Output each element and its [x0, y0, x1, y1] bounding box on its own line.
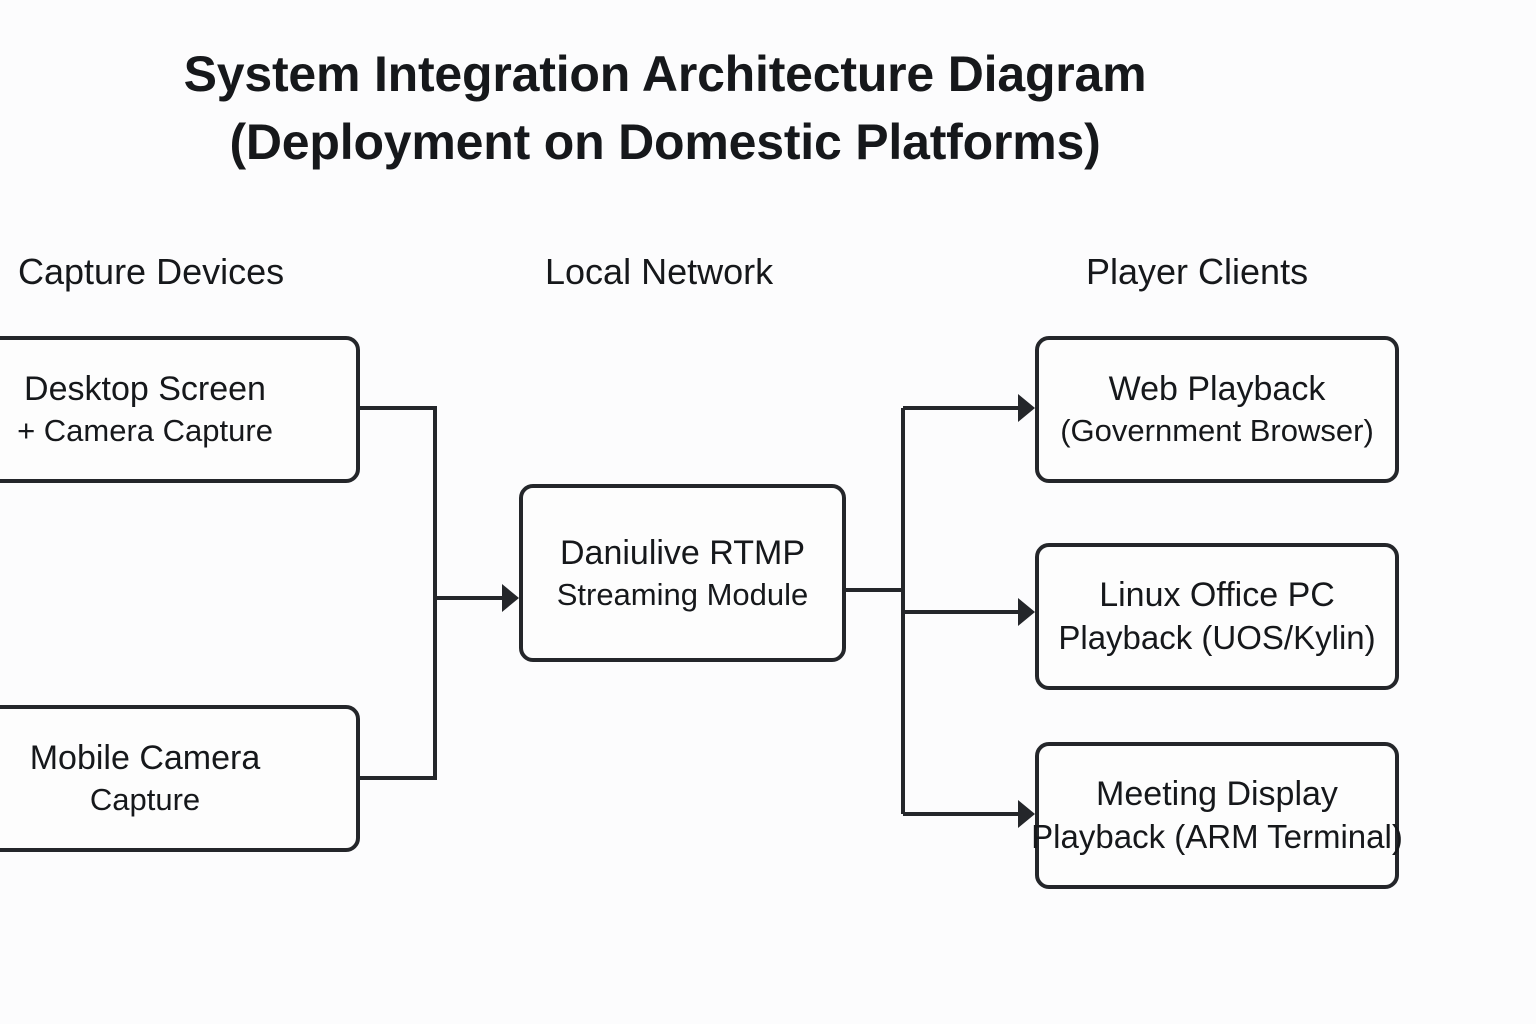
node-line-2: + Camera Capture — [17, 413, 273, 449]
node-line-1: Mobile Camera — [29, 739, 261, 778]
node-linux-office-pc-playback[interactable]: Linux Office PC Playback (UOS/Kylin) — [1035, 543, 1399, 690]
node-line-2: Playback (UOS/Kylin) — [1058, 619, 1376, 657]
node-line-1: Web Playback — [1108, 370, 1326, 409]
node-line-1: Daniulive RTMP — [559, 533, 805, 572]
edge-rtmp-to-meeting-playback — [903, 800, 1035, 828]
edge-rtmp-out-stub — [846, 408, 905, 814]
edge-capture-bus-arrow — [435, 584, 519, 612]
node-line-2: (Government Browser) — [1060, 413, 1374, 449]
node-line-1: Desktop Screen — [24, 370, 266, 409]
column-heading-local-network: Local Network — [545, 251, 774, 292]
node-meeting-display-playback[interactable]: Meeting Display Playback (ARM Terminal) — [1031, 742, 1403, 889]
edge-rtmp-to-linux-playback — [903, 598, 1035, 626]
node-line-2: Playback (ARM Terminal) — [1031, 818, 1403, 856]
node-web-playback[interactable]: Web Playback (Government Browser) — [1035, 336, 1399, 483]
edge-rtmp-to-web-playback — [903, 394, 1035, 422]
edge-desktop-to-rtmp — [358, 406, 437, 598]
node-line-2: Streaming Module — [556, 576, 809, 612]
node-line-1: Linux Office PC — [1099, 575, 1335, 614]
edge-mobile-to-rtmp — [358, 598, 437, 780]
page-title: System Integration Architecture Diagram … — [183, 46, 1147, 170]
column-heading-capture-devices: Capture Devices — [18, 251, 285, 292]
node-line-2: Capture — [89, 782, 201, 818]
node-desktop-screen-camera-capture[interactable]: Desktop Screen + Camera Capture — [0, 336, 360, 483]
node-mobile-camera-capture[interactable]: Mobile Camera Capture — [0, 705, 360, 852]
node-daniulive-rtmp-streaming-module[interactable]: Daniulive RTMP Streaming Module — [519, 484, 846, 662]
column-heading-player-clients: Player Clients — [1086, 251, 1309, 292]
node-line-1: Meeting Display — [1096, 774, 1338, 813]
